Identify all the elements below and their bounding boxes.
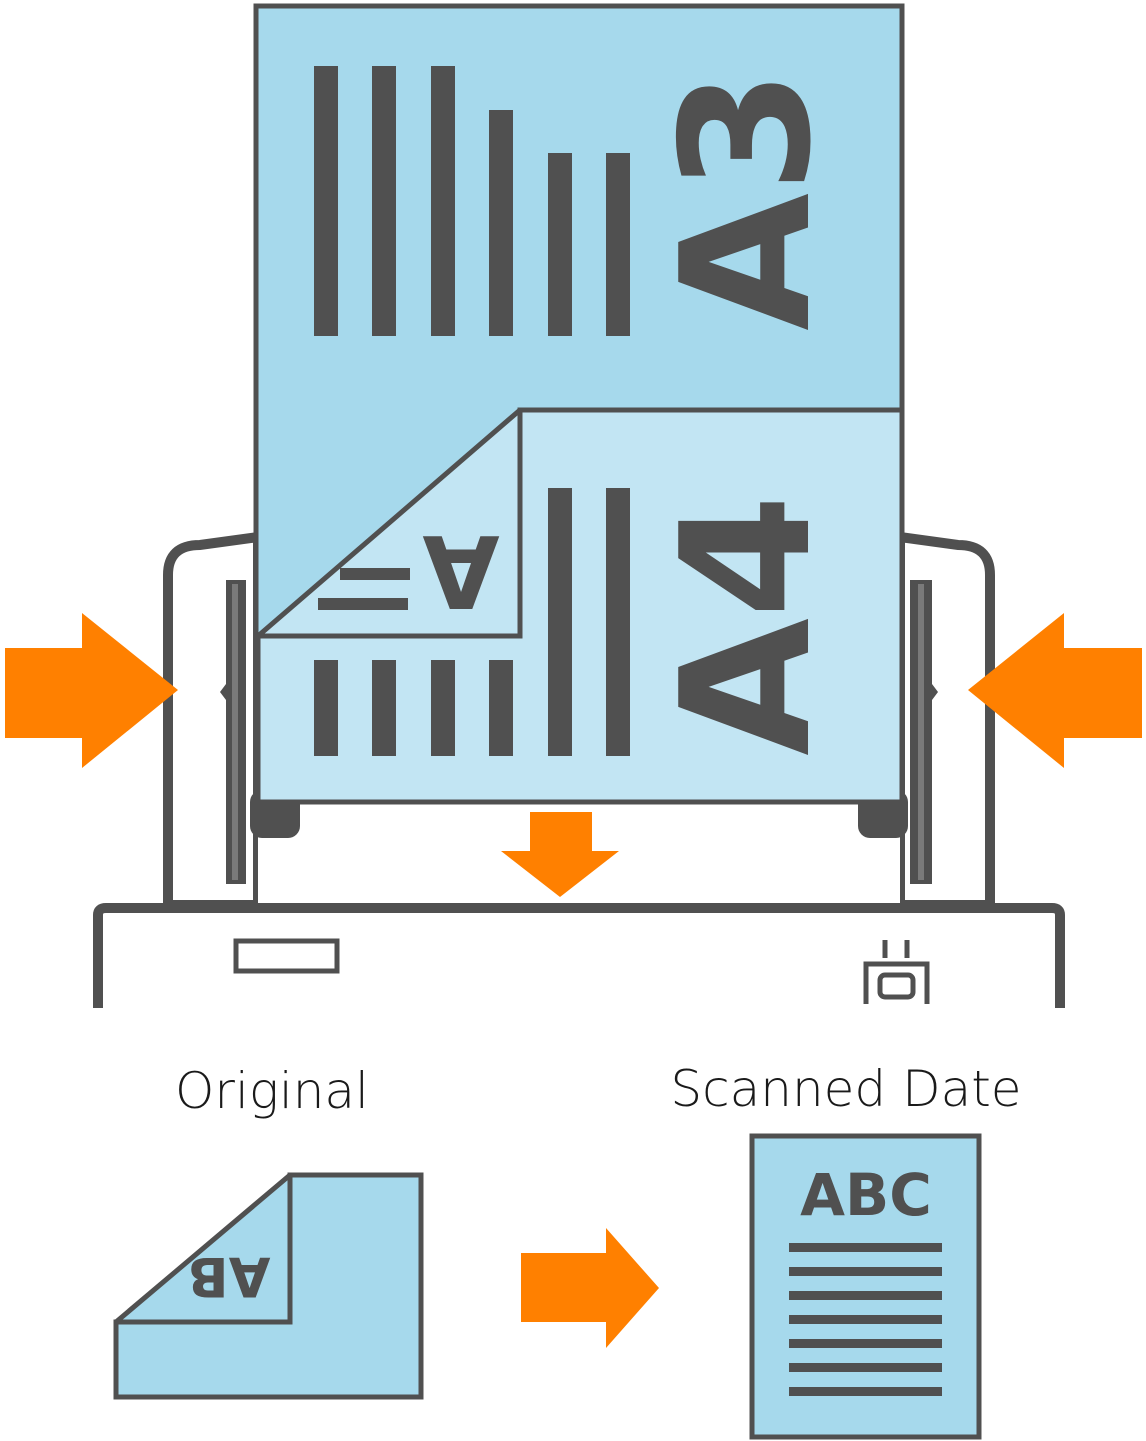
original-fold-flap [113, 1172, 293, 1325]
original-flap-text: AB [188, 1245, 271, 1308]
a4-flap-label: A [422, 512, 499, 629]
a3-label: A3 [643, 69, 850, 331]
scan-button-icon [233, 938, 340, 974]
a4-flap-content: A [318, 512, 500, 629]
carrier-sheet-icon [863, 940, 930, 1004]
original-sheet: AB [113, 1172, 424, 1400]
a3-text-lines [314, 66, 630, 336]
a4-text-lines [314, 488, 630, 756]
arrow-down-icon [501, 812, 619, 897]
a4-fold-flap [255, 407, 523, 639]
arrow-right-icon [5, 613, 178, 768]
side-guides [220, 580, 938, 884]
original-caption: Original [175, 1062, 369, 1120]
a4-label: A4 [643, 494, 850, 756]
scanned-sheet-text: ABC [800, 1161, 932, 1229]
scanned-text-lines [789, 1243, 942, 1396]
arrows [5, 613, 1142, 1348]
scanned-sheet: ABC [749, 1133, 982, 1440]
arrow-left-icon [968, 613, 1142, 768]
scanned-caption: Scanned Date [670, 1060, 1021, 1118]
scanner-body [93, 903, 1065, 1008]
a4-sheet: A4 A [255, 407, 905, 805]
result-arrow-icon [521, 1228, 659, 1348]
